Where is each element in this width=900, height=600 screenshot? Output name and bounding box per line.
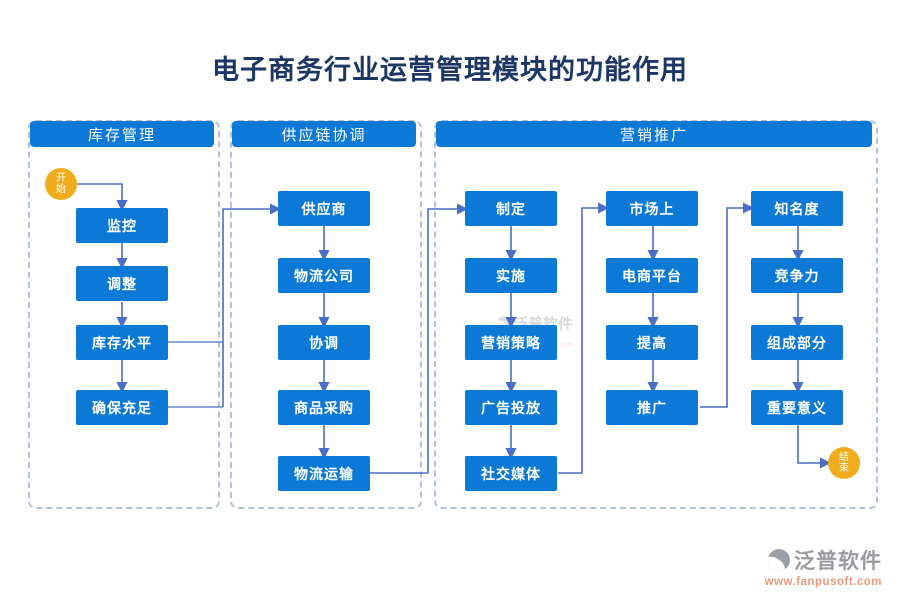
node-monitor: 监控	[76, 208, 168, 243]
fanpu-logo-icon	[768, 549, 790, 571]
node-awareness: 知名度	[751, 191, 843, 226]
node-component: 组成部分	[751, 325, 843, 360]
node-competitiveness: 竞争力	[751, 258, 843, 293]
section-header-marketing: 营销推广	[436, 121, 872, 147]
brand-footer: 泛普软件 www.fanpusoft.com	[765, 545, 882, 588]
brand-url[interactable]: www.fanpusoft.com	[764, 576, 882, 588]
node-promote: 推广	[606, 390, 698, 425]
node-ad-placement: 广告投放	[465, 390, 557, 425]
node-social-media: 社交媒体	[465, 456, 557, 491]
node-marketing-strategy: 营销策略	[465, 325, 557, 360]
node-inventory-level: 库存水平	[76, 325, 168, 360]
node-logistics-company: 物流公司	[278, 258, 370, 293]
end-terminal: 结束	[828, 447, 860, 479]
node-coordinate: 协调	[278, 325, 370, 360]
node-ensure-sufficient: 确保充足	[76, 390, 168, 425]
node-improve: 提高	[606, 325, 698, 360]
start-terminal: 开始	[45, 168, 77, 200]
node-significance: 重要意义	[751, 390, 843, 425]
brand-name: 泛普软件	[794, 548, 882, 573]
section-header-supply-chain: 供应链协调	[232, 121, 416, 147]
node-adjust: 调整	[76, 266, 168, 301]
node-ecommerce-platform: 电商平台	[606, 258, 698, 293]
section-header-inventory: 库存管理	[30, 121, 214, 147]
page-title: 电子商务行业运营管理模块的功能作用	[212, 55, 688, 86]
node-product-procurement: 商品采购	[278, 390, 370, 425]
node-logistics-transport: 物流运输	[278, 456, 370, 491]
node-in-market: 市场上	[606, 191, 698, 226]
node-formulate: 制定	[465, 191, 557, 226]
node-implement: 实施	[465, 258, 557, 293]
node-supplier: 供应商	[278, 191, 370, 226]
